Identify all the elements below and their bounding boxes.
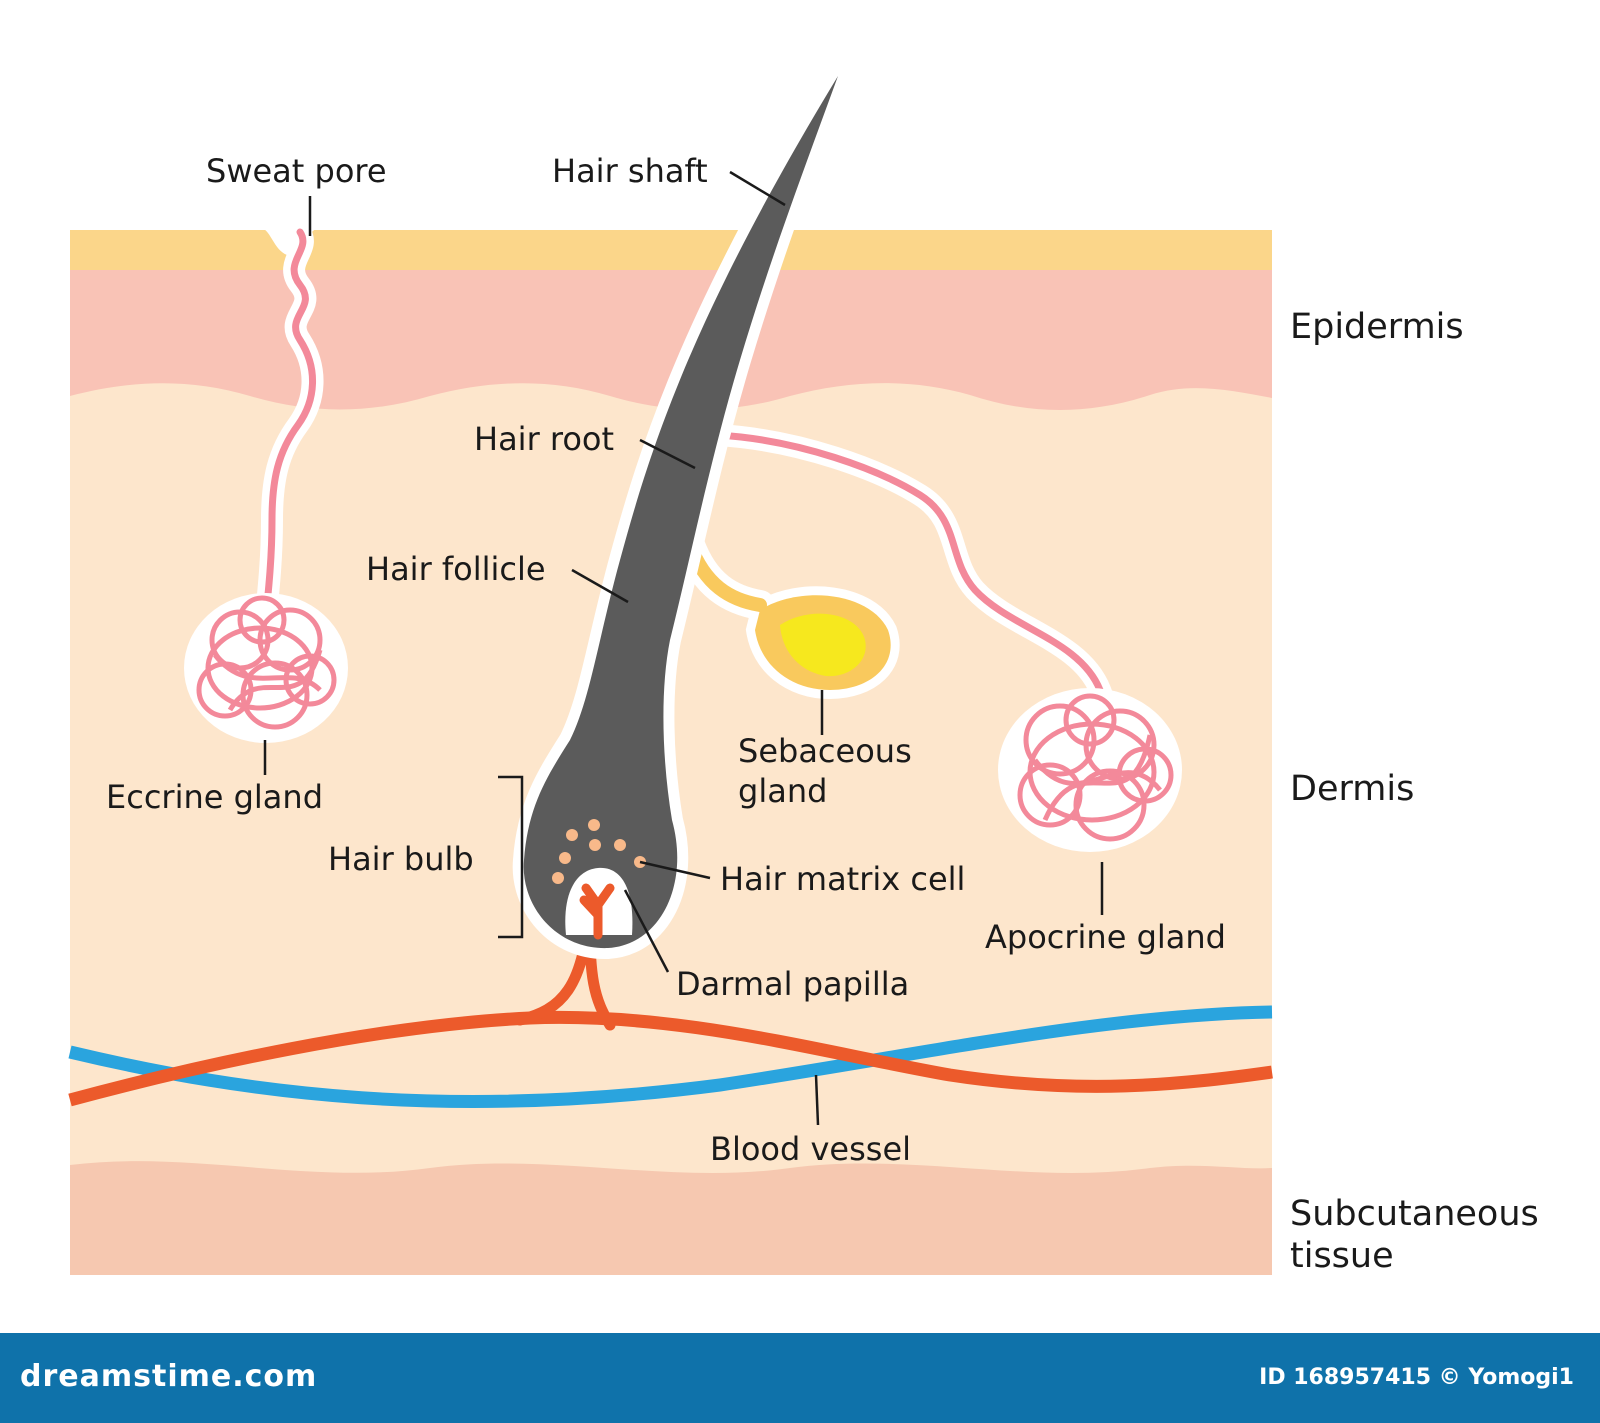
artery-branch: [514, 874, 616, 1031]
layer-label-subcutaneous-line1: Subcutaneous: [1290, 1194, 1539, 1234]
label-sweat-pore: Sweat pore: [206, 152, 387, 190]
label-darmal-papilla: Darmal papilla: [676, 965, 909, 1003]
vein: [68, 1005, 1273, 1109]
apocrine-coil: [1017, 693, 1174, 842]
label-apocrine-gland: Apocrine gland: [985, 918, 1226, 956]
layer-label-dermis: Dermis: [1290, 769, 1414, 809]
eccrine-coil: [196, 595, 337, 730]
epidermis-layer: [70, 232, 1272, 410]
label-sebaceous-gland-line1: Sebaceous: [738, 732, 912, 770]
layer-label-epidermis: Epidermis: [1290, 307, 1464, 347]
sebaceous-gland: [675, 530, 900, 700]
layer-label-subcutaneous-line2: tissue: [1290, 1236, 1394, 1276]
apocrine-gland: [707, 424, 1182, 852]
label-hair-shaft: Hair shaft: [552, 152, 708, 190]
label-hair-follicle: Hair follicle: [366, 550, 546, 588]
label-hair-bulb: Hair bulb: [328, 840, 474, 878]
label-hair-matrix-cell: Hair matrix cell: [720, 860, 965, 898]
leader-lines: [263, 170, 1104, 1126]
stratum-corneum-layer: [70, 230, 1272, 270]
label-sebaceous-gland-line2: gland: [738, 772, 827, 810]
hair-matrix-cells: [552, 819, 646, 884]
skin-hair-anatomy-diagram: Sweat pore Hair shaft Hair root Hair fol…: [68, 65, 1539, 1276]
blood-vessels: [68, 874, 1273, 1109]
footer-credit: ID 168957415 © Yomogi1: [1259, 1365, 1574, 1390]
eccrine-duct: [261, 228, 316, 629]
labels: Sweat pore Hair shaft Hair root Hair fol…: [106, 152, 1226, 1168]
label-blood-vessel: Blood vessel: [710, 1130, 911, 1168]
eccrine-gland: [184, 221, 348, 743]
sebum: [780, 613, 866, 677]
layer-labels: Epidermis Dermis Subcutaneous tissue: [1290, 307, 1539, 1276]
artery: [68, 1010, 1273, 1107]
hair-shaft-and-follicle: [523, 76, 838, 949]
hair: [512, 65, 849, 960]
footer-bar: dreamstime.com ID 168957415 © Yomogi1: [0, 1333, 1600, 1423]
subcutaneous-layer: [70, 1161, 1272, 1275]
footer-brand: dreamstime.com: [20, 1359, 318, 1394]
label-hair-root: Hair root: [474, 420, 614, 458]
label-eccrine-gland: Eccrine gland: [106, 778, 323, 816]
